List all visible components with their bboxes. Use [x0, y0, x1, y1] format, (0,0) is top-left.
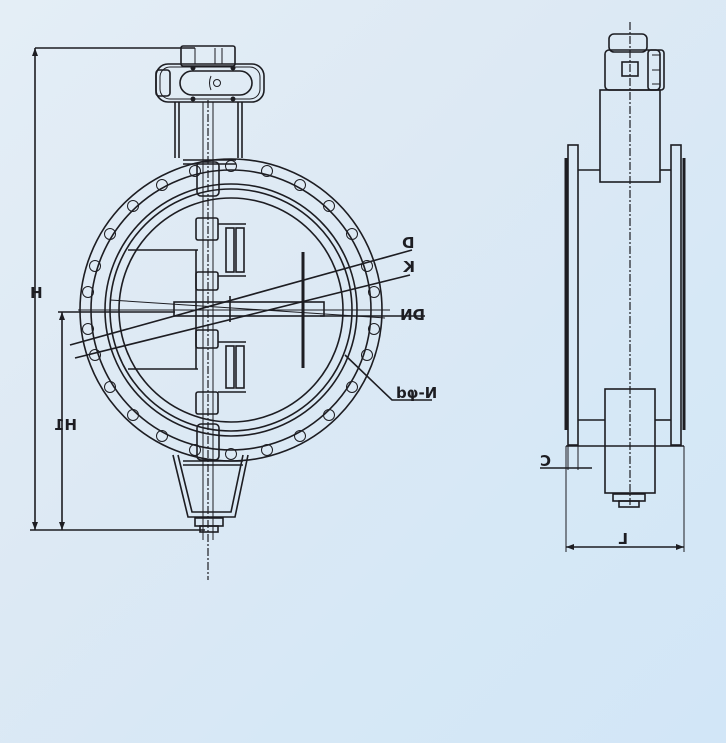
label-d: D: [402, 234, 414, 252]
leader-d: [69, 249, 413, 346]
lower-hub: [196, 423, 220, 461]
front-view: D K DN N-φd H H1: [30, 45, 437, 580]
bolt-holes: [82, 160, 380, 460]
linkage-upper: [218, 223, 246, 277]
leader-bolt-holes: [344, 354, 432, 401]
label-dn: DN: [400, 306, 425, 324]
electric-actuator: [155, 45, 265, 103]
upper-hub: [196, 161, 220, 197]
dimension-h: [30, 47, 205, 531]
actuator-side: [604, 33, 665, 91]
bottom-support: [172, 454, 249, 533]
dimension-l: [565, 446, 685, 552]
label-k: K: [402, 258, 415, 276]
label-bolt-holes: N-φd: [396, 384, 437, 402]
mounting-bracket: [174, 102, 243, 165]
linkage-lower: [218, 341, 246, 393]
side-view: C L: [540, 22, 686, 552]
leader-k: [74, 274, 411, 359]
label-c: C: [540, 452, 551, 470]
dimension-h1: [58, 311, 175, 530]
label-h: H: [30, 284, 43, 302]
label-l: L: [618, 530, 628, 548]
side-flanges: [564, 144, 686, 447]
label-h1: H1: [54, 416, 77, 434]
